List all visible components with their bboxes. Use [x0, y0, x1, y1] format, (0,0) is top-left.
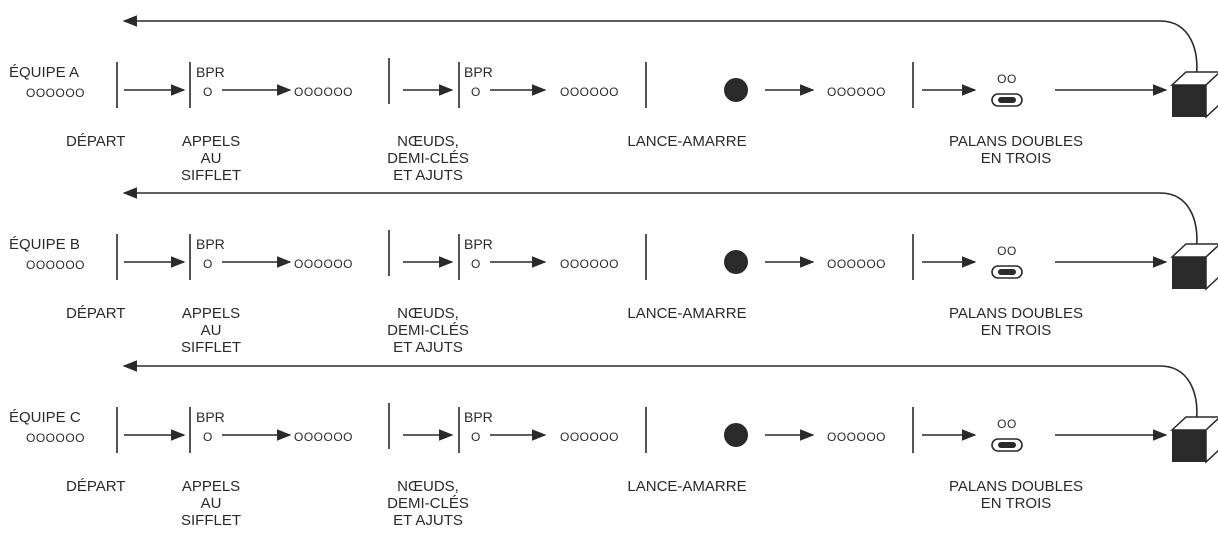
return-arrow — [122, 187, 1198, 253]
tackle-label: EN TROIS — [981, 495, 1052, 512]
team-name: ÉQUIPE B — [9, 236, 80, 253]
tackle-pulley-core — [998, 442, 1016, 448]
team-circles: OOOOOO — [26, 431, 85, 445]
small-circle: O — [471, 257, 481, 271]
heaving-circles: OOOOOO — [560, 85, 619, 99]
depart-label: DÉPART — [66, 478, 125, 495]
bpr-label: BPR — [196, 236, 225, 252]
knots-circles: OOOOOO — [294, 430, 353, 444]
knots-label: DEMI-CLÉS — [387, 322, 469, 339]
tackle-label: EN TROIS — [981, 322, 1052, 339]
depart-label: DÉPART — [66, 133, 125, 150]
knots-label: ET AJUTS — [393, 167, 463, 184]
whistle-calls-label: APPELS — [182, 305, 240, 322]
whistle-calls-label: AU — [201, 322, 222, 339]
knots-label: ET AJUTS — [393, 339, 463, 356]
tackle-pulley — [991, 93, 1023, 107]
whistle-calls-label: SIFFLET — [181, 339, 241, 356]
depart-label: DÉPART — [66, 305, 125, 322]
team-name: ÉQUIPE C — [9, 409, 81, 426]
heaving-line-ball — [724, 423, 748, 447]
tackle-infinity: OO — [997, 72, 1017, 86]
tackle-pulley-core — [998, 97, 1016, 103]
heaving-line-ball — [724, 250, 748, 274]
finish-box-front — [1172, 430, 1206, 462]
knots-circles: OOOOOO — [294, 257, 353, 271]
knots-label: NŒUDS, — [397, 133, 459, 150]
heaving-line-label: LANCE-AMARRE — [627, 305, 746, 322]
team-name: ÉQUIPE A — [9, 64, 79, 81]
whistle-calls-label: APPELS — [182, 133, 240, 150]
tackle-pulley-core — [998, 269, 1016, 275]
small-circle: O — [471, 430, 481, 444]
whistle-calls-label: AU — [201, 495, 222, 512]
tackle-pulley — [991, 438, 1023, 452]
bpr-label: BPR — [464, 409, 493, 425]
whistle-calls-label: APPELS — [182, 478, 240, 495]
small-circle: O — [203, 430, 213, 444]
tackle-label: EN TROIS — [981, 150, 1052, 167]
tackle-infinity: OO — [997, 244, 1017, 258]
whistle-calls-label: SIFFLET — [181, 167, 241, 184]
heaving-line-label: LANCE-AMARRE — [627, 133, 746, 150]
knots-label: ET AJUTS — [393, 512, 463, 529]
knots-label: NŒUDS, — [397, 478, 459, 495]
small-circle: O — [471, 85, 481, 99]
tackle-label: PALANS DOUBLES — [949, 133, 1083, 150]
knots-label: DEMI-CLÉS — [387, 495, 469, 512]
tackle-pulley — [991, 265, 1023, 279]
finish-box-front — [1172, 85, 1206, 117]
bpr-label: BPR — [196, 64, 225, 80]
return-arrow — [122, 15, 1198, 81]
bpr-label: BPR — [464, 236, 493, 252]
small-circle: O — [203, 257, 213, 271]
tackle-label: PALANS DOUBLES — [949, 478, 1083, 495]
heaving-line-label: LANCE-AMARRE — [627, 478, 746, 495]
tackle-label: PALANS DOUBLES — [949, 305, 1083, 322]
small-circle: O — [203, 85, 213, 99]
knots-label: NŒUDS, — [397, 305, 459, 322]
knots-label: DEMI-CLÉS — [387, 150, 469, 167]
finish-box-front — [1172, 257, 1206, 289]
heaving-line-ball — [724, 78, 748, 102]
team-circles: OOOOOO — [26, 86, 85, 100]
knots-circles: OOOOOO — [294, 85, 353, 99]
heaving-circles: OOOOOO — [560, 430, 619, 444]
whistle-calls-label: AU — [201, 150, 222, 167]
tackle-infinity: OO — [997, 417, 1017, 431]
team-circles: OOOOOO — [26, 258, 85, 272]
whistle-calls-label: SIFFLET — [181, 512, 241, 529]
heaving-circles: OOOOOO — [560, 257, 619, 271]
tackle-circles: OOOOOO — [827, 257, 886, 271]
tackle-circles: OOOOOO — [827, 85, 886, 99]
bpr-label: BPR — [464, 64, 493, 80]
tackle-circles: OOOOOO — [827, 430, 886, 444]
return-arrow — [122, 360, 1198, 426]
bpr-label: BPR — [196, 409, 225, 425]
